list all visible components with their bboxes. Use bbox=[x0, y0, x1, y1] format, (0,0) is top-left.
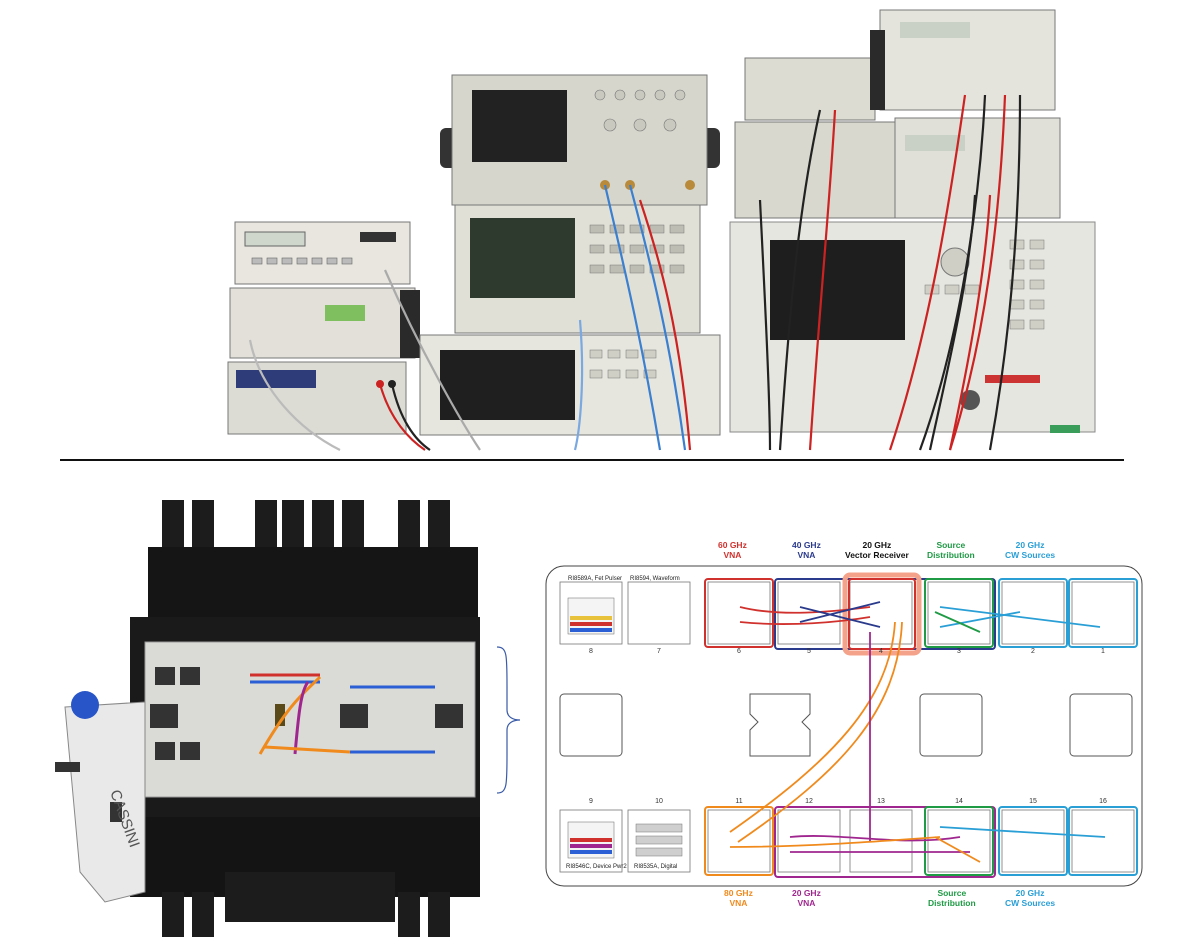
test-instrument-rack-photo bbox=[227, 9, 1096, 451]
section-divider bbox=[60, 459, 1124, 461]
module-8-grid bbox=[567, 597, 615, 635]
slot-14: 14 bbox=[955, 798, 963, 805]
slot-15: 15 bbox=[1029, 798, 1037, 805]
slot-9: 9 bbox=[589, 798, 593, 805]
module-10-digital bbox=[635, 823, 683, 857]
slot-1: 1 bbox=[1101, 648, 1105, 655]
top-clamps bbox=[162, 500, 450, 555]
slot-10: 10 bbox=[655, 798, 663, 805]
slot-6: 6 bbox=[737, 648, 741, 655]
top-black-plate bbox=[148, 547, 478, 627]
blue-knob bbox=[71, 691, 99, 719]
caption-module-10: RI8535A, Digital bbox=[634, 864, 678, 870]
slot-8: 8 bbox=[589, 648, 593, 655]
caption-module-8: RI8589A, Fet Pulser bbox=[568, 576, 623, 582]
slot-3: 3 bbox=[957, 648, 961, 655]
instrument-cables bbox=[248, 94, 1022, 451]
diagram-board bbox=[545, 565, 1143, 887]
caption-module-9: RI8546C, Device Pwr2 bbox=[566, 864, 627, 870]
slot-7: 7 bbox=[657, 648, 661, 655]
side-arm bbox=[64, 701, 146, 903]
caption-module-7: RI8594, Waveform bbox=[630, 576, 680, 582]
slot-16: 16 bbox=[1099, 798, 1107, 805]
cassini-probe-fixture-photo: CASSINI bbox=[55, 500, 480, 937]
left-instrument-stack bbox=[227, 221, 420, 435]
slot-5: 5 bbox=[807, 648, 811, 655]
right-instrument-stack bbox=[729, 9, 1096, 433]
bracket-brace bbox=[496, 646, 521, 794]
slot-4: 4 bbox=[879, 648, 883, 655]
gray-interface-plate bbox=[144, 641, 476, 798]
center-instrument-stack bbox=[419, 74, 721, 436]
slot-2: 2 bbox=[1031, 648, 1035, 655]
slot-11: 11 bbox=[735, 798, 743, 805]
slot-12: 12 bbox=[805, 798, 813, 805]
slot-13: 13 bbox=[877, 798, 885, 805]
module-9-grid bbox=[567, 821, 615, 859]
